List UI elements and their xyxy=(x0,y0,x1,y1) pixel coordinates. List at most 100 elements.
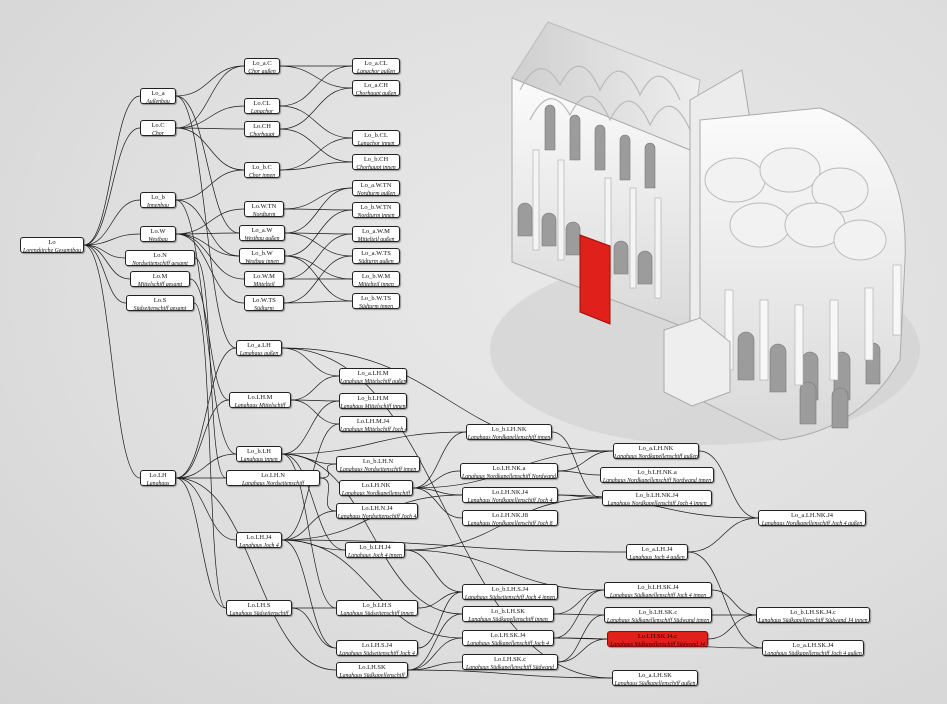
node-code: Lo.S xyxy=(153,297,167,304)
node-label: Langchor xyxy=(250,109,274,114)
graph-edge xyxy=(404,549,463,593)
node-code: Lo.LH.NK.J8 xyxy=(492,512,528,519)
graph-edge xyxy=(283,187,353,210)
graph-edge xyxy=(281,539,627,553)
node-label: Langhaus Nordkapellenschiff Nordwand inn… xyxy=(602,478,712,483)
graph-edge xyxy=(175,477,237,541)
node-code: Lo.LH.M xyxy=(247,394,273,401)
node-code: Lo.LH.SK.c xyxy=(494,656,526,663)
node-code: Lo.LH.J4 xyxy=(246,534,272,541)
node-label: Langhaus Nordseitenschiff Joch 4 xyxy=(337,514,417,519)
node-label: Langhaus Südkapellenschiff Südwand J4 xyxy=(610,642,705,647)
node-label: Chor außen xyxy=(248,69,276,74)
node-label: Chorhaupt innen xyxy=(356,165,396,170)
node-code: Lo_b.LH.J4 xyxy=(359,544,391,551)
node-code: Lo_b.LH.SK.J4.c xyxy=(790,609,836,616)
graph-edge xyxy=(284,232,353,257)
node-code: Lo.LH.NK.J4 xyxy=(492,489,528,496)
graph-edge xyxy=(711,589,757,616)
graph-edge xyxy=(283,300,353,304)
graph-edge xyxy=(698,450,759,519)
node-label: Langhaus außen xyxy=(239,351,279,356)
graph-edge xyxy=(175,233,240,257)
graph-edge xyxy=(83,199,141,246)
node-code: Lo_b.W.TN xyxy=(360,204,392,211)
node-label: Langhaus Südkapellenschiff Südwand xyxy=(466,665,554,670)
node-label: Lorenzkirche Gesamtbau xyxy=(22,248,81,253)
node-label: Langchor innen xyxy=(357,141,395,146)
node-code: Lo_b.LH xyxy=(246,448,271,455)
node-code: Lo_a.CL xyxy=(364,60,388,67)
graph-edge xyxy=(83,244,141,479)
node-code: Lo.W xyxy=(150,228,166,235)
node-label: Nordturm außen xyxy=(356,191,396,196)
graph-edge xyxy=(284,255,353,280)
graph-edge xyxy=(319,477,337,512)
graph-edge xyxy=(83,244,127,304)
